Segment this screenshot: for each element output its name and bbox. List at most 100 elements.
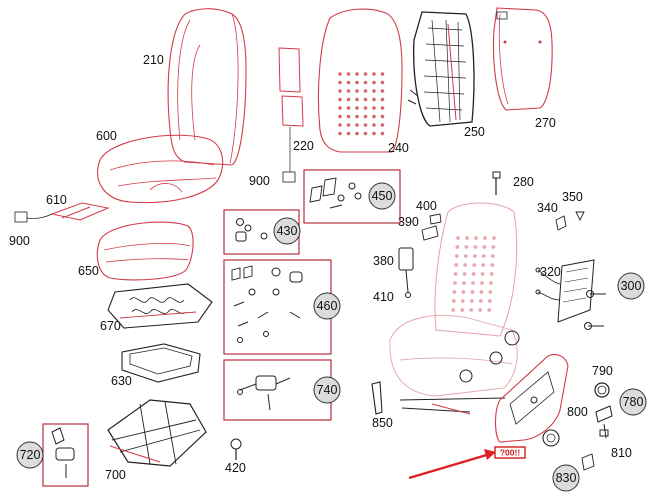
dot-mark [479, 290, 484, 294]
callout-830[interactable] [552, 464, 580, 492]
dot-mark [355, 114, 359, 119]
dot-mark [463, 263, 468, 267]
fastener-group-460-icon [231, 265, 303, 343]
dot-mark [346, 72, 351, 76]
dot-mark [355, 97, 359, 102]
bracket-icon [371, 381, 383, 415]
label-810: 810 [611, 446, 632, 460]
cushion-foam-icon [96, 221, 194, 281]
dot-mark [478, 299, 483, 303]
dot-mark [451, 308, 456, 312]
callout-430[interactable] [273, 217, 301, 245]
dot-mark [355, 80, 359, 85]
dot-mark [380, 89, 385, 93]
seat-assembly-icon [389, 202, 520, 415]
label-220: 220 [293, 139, 314, 153]
dot-mark [490, 263, 495, 267]
fastener-group-450-icon [309, 177, 362, 209]
indicator-arrow-icon [408, 449, 496, 480]
part-tag[interactable] [494, 446, 526, 459]
dot-mark [380, 80, 385, 85]
dot-mark [380, 123, 385, 127]
callout-740[interactable] [313, 376, 341, 404]
callout-450-label: 450 [372, 189, 393, 203]
dot-mark [363, 97, 368, 102]
dot-mark [469, 308, 474, 312]
callout-740-label: 740 [317, 383, 338, 397]
dot-mark [338, 106, 342, 110]
dot-mark [463, 254, 468, 258]
label-900-left: 900 [9, 234, 30, 248]
dot-mark [451, 299, 456, 303]
dot-mark [482, 245, 487, 249]
dot-mark [338, 89, 342, 93]
dot-mark [363, 114, 368, 119]
label-790: 790 [592, 364, 613, 378]
dot-mark [346, 123, 351, 127]
ventilation-dots-icon [338, 72, 385, 136]
callout-780-label: 780 [623, 395, 644, 409]
callout-460[interactable] [313, 292, 341, 320]
dot-mark [483, 236, 487, 240]
seat-tray-icon [121, 343, 201, 383]
dot-mark [380, 97, 385, 102]
motor-assembly-icon [237, 375, 291, 411]
dot-mark [363, 89, 368, 93]
dot-mark [472, 254, 477, 258]
dot-mark [488, 290, 493, 294]
dot-mark [487, 299, 492, 303]
label-410: 410 [373, 290, 394, 304]
dot-mark [338, 80, 342, 85]
dot-mark [380, 114, 385, 119]
callout-450[interactable] [368, 182, 396, 210]
dot-mark [372, 114, 376, 119]
dot-mark [363, 131, 368, 136]
dot-mark [462, 272, 467, 276]
callout-300[interactable] [617, 272, 645, 300]
dot-mark [456, 236, 460, 240]
callout-720[interactable] [16, 441, 44, 469]
dot-mark [355, 131, 359, 136]
label-380: 380 [373, 254, 394, 268]
seat-rail-frame-icon [107, 399, 207, 467]
callout-830-label: 830 [556, 471, 577, 485]
side-panel-icon [494, 353, 569, 443]
dot-mark [471, 272, 476, 276]
gear-icon [542, 429, 595, 471]
lever-part-icon [51, 427, 75, 478]
dot-mark [346, 89, 351, 93]
label-210: 210 [143, 53, 164, 67]
label-610: 610 [46, 193, 67, 207]
label-700: 700 [105, 468, 126, 482]
dot-mark [346, 131, 351, 136]
bolt-icon [230, 438, 242, 460]
callout-780[interactable] [619, 388, 647, 416]
dot-mark [481, 254, 486, 258]
label-250: 250 [464, 125, 485, 139]
label-340: 340 [537, 201, 558, 215]
dot-mark [470, 290, 475, 294]
dot-mark [338, 97, 342, 102]
seat-dots-icon [451, 236, 496, 312]
adjustment-knob-icon [594, 382, 613, 439]
callout-430-label: 430 [277, 224, 298, 238]
dot-mark [363, 106, 368, 110]
dot-mark [471, 281, 475, 285]
dot-mark [372, 106, 376, 110]
dot-mark [338, 131, 342, 136]
label-670: 670 [100, 319, 121, 333]
label-650: 650 [78, 264, 99, 278]
dot-mark [487, 308, 492, 312]
callout-300-label: 300 [621, 279, 642, 293]
heater-mat-icon [278, 47, 304, 183]
part-tag-text: ?00!! [500, 448, 520, 458]
dot-mark [372, 89, 376, 93]
dot-mark [454, 263, 459, 267]
dot-mark [480, 272, 485, 276]
dot-mark [338, 114, 342, 119]
dot-mark [363, 80, 368, 85]
box-450 [303, 169, 401, 224]
label-630: 630 [111, 374, 132, 388]
dot-mark [492, 236, 496, 240]
